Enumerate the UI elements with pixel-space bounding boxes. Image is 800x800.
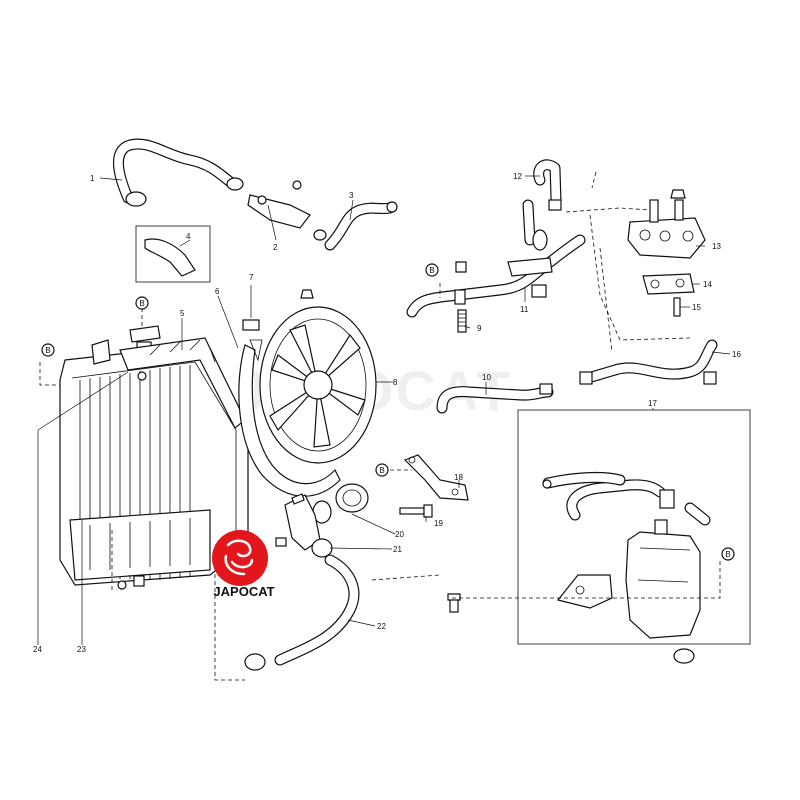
callout-15: 15: [692, 303, 701, 312]
callout-21: 21: [393, 545, 402, 554]
callout-3: 3: [349, 191, 354, 200]
callout-12: 12: [513, 172, 522, 181]
shroud-clip: [242, 285, 260, 331]
callout-7: 7: [249, 273, 254, 282]
callout-6: 6: [215, 287, 220, 296]
reference-lines: [39, 171, 721, 681]
heater-valve: [627, 189, 706, 259]
fan-shroud: [238, 339, 341, 497]
logo-red-disc: [212, 530, 268, 586]
heater-hose-10: [436, 383, 554, 414]
cooling-fan: [259, 289, 377, 464]
callout-labels: 1 2 3 4 5 6 7 8 9 10 11 12 13 14 15 16 1…: [33, 172, 741, 654]
ref-marker-b-5: B: [721, 547, 735, 561]
callout-10: 10: [482, 373, 491, 382]
lower-radiator-hose: [244, 554, 360, 671]
callout-24: 24: [33, 645, 42, 654]
water-inlet-box: [135, 225, 211, 283]
bypass-hose: [324, 201, 398, 251]
callout-1: 1: [90, 174, 95, 183]
callout-19: 19: [434, 519, 443, 528]
reservoir-bolt: [447, 593, 461, 613]
leader-lines: [37, 175, 731, 645]
bolt-19: [399, 504, 433, 518]
water-pipe: [406, 234, 586, 318]
radiator-fins: [79, 365, 191, 580]
small-hose-12: [522, 159, 562, 251]
ref-marker-b-3: B: [425, 263, 439, 277]
stud-15: [673, 297, 681, 317]
svg-text:B: B: [379, 466, 384, 475]
ref-marker-b-2: B: [135, 296, 149, 310]
svg-text:B: B: [429, 266, 434, 275]
reservoir-kit-box: [517, 409, 751, 645]
callout-4: 4: [186, 232, 191, 241]
japocat-logo: JAPOCAT: [212, 530, 275, 599]
bolt-9: [457, 309, 467, 333]
reservoir-cap-bottom: [673, 648, 695, 664]
callout-16: 16: [732, 350, 741, 359]
callout-8: 8: [393, 378, 398, 387]
upper-radiator-hose: [112, 138, 302, 207]
callout-9: 9: [477, 324, 482, 333]
callout-11: 11: [520, 305, 529, 314]
callout-17: 17: [648, 399, 657, 408]
gasket-14: [642, 273, 695, 295]
callout-14: 14: [703, 280, 712, 289]
svg-text:B: B: [45, 346, 50, 355]
drain-plug: [117, 575, 145, 590]
callout-22: 22: [377, 622, 386, 631]
callout-23: 23: [77, 645, 86, 654]
heater-hose-16: [579, 339, 718, 385]
callout-5: 5: [180, 309, 185, 318]
water-inlet-housing-21: [275, 493, 333, 558]
svg-text:B: B: [139, 299, 144, 308]
radiator: [59, 337, 249, 586]
callout-18: 18: [454, 473, 463, 482]
callout-20: 20: [395, 530, 404, 539]
svg-text:B: B: [725, 550, 730, 559]
ref-marker-b-1: B: [41, 343, 55, 357]
callout-13: 13: [712, 242, 721, 251]
ref-marker-b-4: B: [375, 463, 389, 477]
callout-2: 2: [273, 243, 278, 252]
water-outlet: [247, 194, 327, 241]
svg-text:JAPOCAT: JAPOCAT: [213, 584, 274, 599]
bracket-18: [403, 454, 469, 501]
